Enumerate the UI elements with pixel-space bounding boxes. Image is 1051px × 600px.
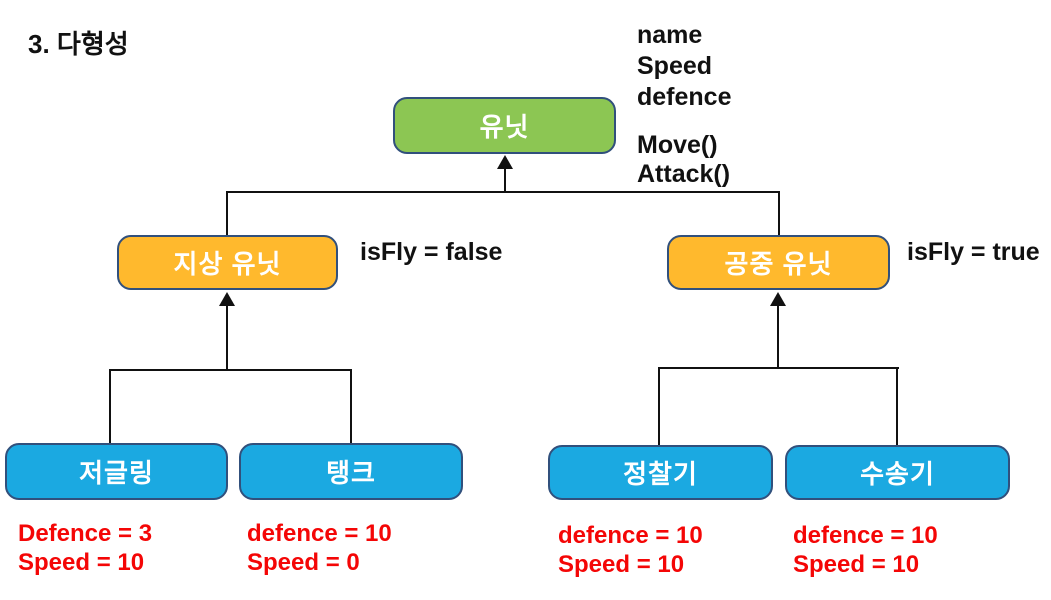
page-title: 3. 다형성 <box>28 29 129 59</box>
class-box-scout: 정찰기 <box>548 445 773 500</box>
connector-stub-tank <box>350 369 352 443</box>
arrowhead-to-unit <box>497 155 513 169</box>
class-box-zergling-label: 저글링 <box>79 458 154 488</box>
tank-speed: Speed = 0 <box>247 549 360 576</box>
arrowhead-to-air-unit <box>770 292 786 306</box>
connector-stub-left <box>226 191 228 235</box>
method-move: Move() <box>637 131 718 159</box>
zergling-defence: Defence = 3 <box>18 520 153 547</box>
transport-defence: defence = 10 <box>793 522 938 549</box>
class-box-scout-label: 정찰기 <box>623 459 698 489</box>
class-box-tank-label: 탱크 <box>326 458 376 488</box>
field-speed: Speed <box>637 52 713 80</box>
connector-stub-scout <box>658 367 660 445</box>
class-box-transport: 수송기 <box>785 445 1010 500</box>
class-box-zergling: 저글링 <box>5 443 228 500</box>
zergling-speed: Speed = 10 <box>18 549 145 576</box>
arrowhead-to-ground-unit <box>219 292 235 306</box>
transport-speed: Speed = 10 <box>793 551 920 578</box>
connector-ground-arrow-shaft <box>226 304 228 370</box>
tank-defence: defence = 10 <box>247 520 392 547</box>
scout-defence: defence = 10 <box>558 522 703 549</box>
class-box-ground-unit-label: 지상 유닛 <box>173 249 282 279</box>
class-box-air-unit-label: 공중 유닛 <box>724 249 833 279</box>
class-box-unit: 유닛 <box>393 97 616 154</box>
class-box-tank: 탱크 <box>239 443 463 500</box>
class-box-air-unit: 공중 유닛 <box>667 235 890 290</box>
connector-stub-zergling <box>109 369 111 443</box>
connector-stub-transport <box>896 367 898 445</box>
field-name: name <box>637 21 703 49</box>
class-box-ground-unit: 지상 유닛 <box>117 235 338 290</box>
connector-stub-right <box>778 191 780 235</box>
isfly-true-annotation: isFly = true <box>907 238 1040 266</box>
unit-methods-list: Move()Attack() <box>637 131 730 189</box>
connector-top-rail <box>227 191 780 193</box>
method-attack: Attack() <box>637 160 731 188</box>
connector-root-arrow-shaft <box>504 167 506 193</box>
scout-speed: Speed = 10 <box>558 551 685 578</box>
connector-right-rail <box>659 367 899 369</box>
field-defence: defence <box>637 83 732 111</box>
connector-air-arrow-shaft <box>777 304 779 368</box>
connector-left-rail <box>110 369 352 371</box>
class-box-unit-label: 유닛 <box>479 112 530 142</box>
class-box-transport-label: 수송기 <box>860 459 935 489</box>
isfly-false-annotation: isFly = false <box>360 238 503 266</box>
